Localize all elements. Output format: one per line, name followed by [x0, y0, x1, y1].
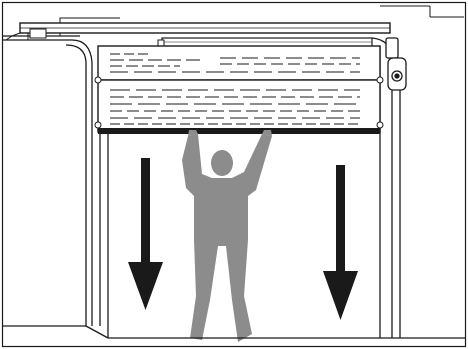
drive-unit — [385, 37, 407, 91]
top-track — [5, 22, 391, 41]
arrow-down-icon-right — [323, 165, 358, 320]
arrow-down-icon-left — [128, 158, 163, 310]
door-rollers — [94, 76, 384, 129]
door-panel-lower — [97, 79, 381, 134]
door-panel-upper — [97, 45, 381, 81]
person-pulling-door-down-icon — [182, 130, 272, 342]
left-wall — [3, 39, 109, 339]
